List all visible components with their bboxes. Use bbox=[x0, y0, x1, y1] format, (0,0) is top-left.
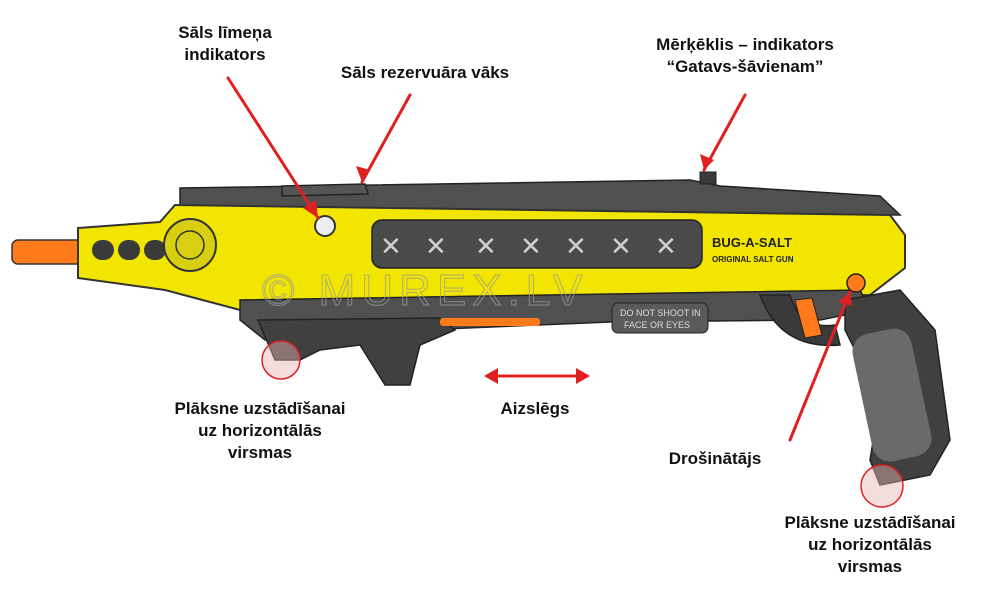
warning-line-2: FACE OR EYES bbox=[624, 320, 690, 330]
label-pad-left: Plāksne uzstādīšanai uz horizontālās vir… bbox=[174, 399, 346, 462]
pad-marker-left bbox=[261, 340, 301, 380]
fly-icon: ✕ bbox=[425, 232, 447, 262]
label-reservoir-cap: Sāls rezervuāra vāks bbox=[340, 63, 510, 82]
fly-icon: ✕ bbox=[380, 232, 402, 262]
arrowhead bbox=[838, 292, 852, 306]
reservoir-cap bbox=[281, 183, 370, 197]
grip-panel bbox=[852, 328, 932, 462]
arrowhead bbox=[576, 368, 590, 384]
safety-button bbox=[846, 273, 866, 293]
label-slide: Aizslēgs bbox=[500, 399, 570, 418]
arrowhead bbox=[303, 200, 318, 218]
rear-sight bbox=[699, 171, 717, 185]
trigger bbox=[794, 297, 823, 339]
barrel-slot bbox=[118, 240, 140, 260]
fly-icon: ✕ bbox=[655, 232, 677, 262]
arrowhead bbox=[700, 154, 714, 170]
fly-icon: ✕ bbox=[565, 232, 587, 262]
pad-marker-right bbox=[860, 464, 904, 508]
salt-level-window bbox=[314, 215, 336, 237]
label-sight: Mērķēklis – indikators “Gatavs-šāvienam” bbox=[656, 35, 834, 76]
side-panel bbox=[371, 219, 703, 269]
pump-knob bbox=[163, 218, 217, 272]
muzzle-tip bbox=[11, 239, 83, 265]
brand-logo: BUG-A-SALT bbox=[712, 235, 792, 250]
arrow-sight bbox=[702, 93, 747, 172]
fly-icon: ✕ bbox=[475, 232, 497, 262]
arrow-salt-level bbox=[226, 76, 320, 220]
fly-icon: ✕ bbox=[610, 232, 632, 262]
fly-icon: ✕ bbox=[520, 232, 542, 262]
slide-stripe bbox=[440, 318, 540, 326]
label-safety: Drošinātājs bbox=[668, 449, 762, 468]
watermark: © MUREX.LV bbox=[262, 266, 588, 315]
label-pad-right: Plāksne uzstādīšanai uz horizontālās vir… bbox=[784, 513, 956, 576]
arrow-reservoir-cap bbox=[360, 93, 412, 184]
brand-subtitle: ORIGINAL SALT GUN bbox=[712, 255, 794, 264]
arrow-safety bbox=[788, 290, 852, 442]
label-salt-level: Sāls līmeņa indikators bbox=[178, 23, 272, 64]
arrowhead bbox=[484, 368, 498, 384]
warning-plate bbox=[611, 302, 709, 334]
arrowhead bbox=[356, 166, 370, 182]
barrel-slot bbox=[144, 240, 166, 260]
warning-line-1: DO NOT SHOOT IN bbox=[620, 308, 701, 318]
barrel-slot bbox=[92, 240, 114, 260]
